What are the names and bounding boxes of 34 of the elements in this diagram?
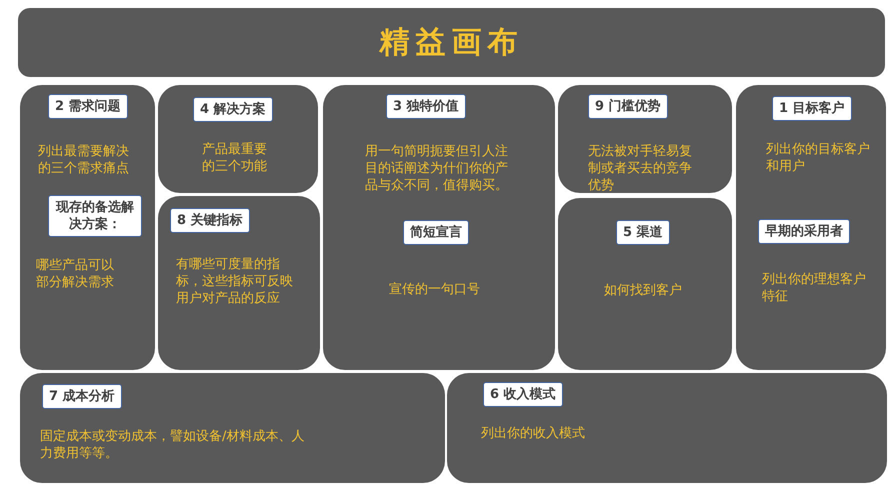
canvas-panel: [158, 196, 320, 370]
panel-description: 列出最需要解决的三个需求痛点: [38, 143, 130, 177]
section-heading: 5 渠道: [616, 220, 670, 245]
section-heading: 8 关键指标: [170, 208, 250, 233]
panel-description: 列出你的理想客户特征: [762, 271, 867, 305]
section-heading: 6 收入模式: [483, 382, 563, 407]
canvas-panel: [158, 85, 318, 193]
canvas-panel: [20, 85, 155, 370]
canvas-panel: [20, 373, 445, 483]
section-heading: 9 门槛优势: [588, 94, 668, 119]
section-heading: 现存的备选解决方案：: [48, 195, 142, 237]
panel-description: 产品最重要的三个功能: [202, 141, 268, 175]
section-heading: 7 成本分析: [42, 384, 122, 409]
section-heading: 3 独特价值: [386, 94, 466, 119]
panel-description: 列出你的目标客户和用户: [766, 141, 871, 175]
panel-description: 固定成本或变动成本，譬如设备/材料成本、人力费用等等。: [40, 428, 306, 462]
section-heading: 1 目标客户: [772, 96, 852, 121]
section-heading: 2 需求问题: [48, 94, 128, 119]
title-banner: 精益画布: [18, 8, 885, 77]
canvas-panel: [558, 198, 732, 370]
section-heading: 早期的采用者: [758, 219, 850, 244]
panel-description: 无法被对手轻易复制或者买去的竞争优势: [588, 143, 693, 194]
panel-description: 列出你的收入模式: [481, 425, 586, 442]
panel-description: 哪些产品可以部分解决需求: [36, 257, 115, 291]
canvas-panel: [447, 373, 887, 483]
section-heading: 简短宣言: [403, 220, 469, 245]
canvas-panel: [323, 85, 555, 370]
panel-description: 用一句简明扼要但引人注目的话阐述为什们你的产品与众不同，值得购买。: [365, 143, 509, 194]
canvas-panel: [736, 85, 886, 370]
panel-description: 有哪些可度量的指标，这些指标可反映用户对产品的反应: [176, 256, 294, 307]
section-heading: 4 解决方案: [193, 97, 273, 122]
panel-description: 宣传的一句口号: [389, 281, 481, 298]
panel-description: 如何找到客户: [604, 282, 683, 299]
canvas-panel: [558, 85, 732, 193]
